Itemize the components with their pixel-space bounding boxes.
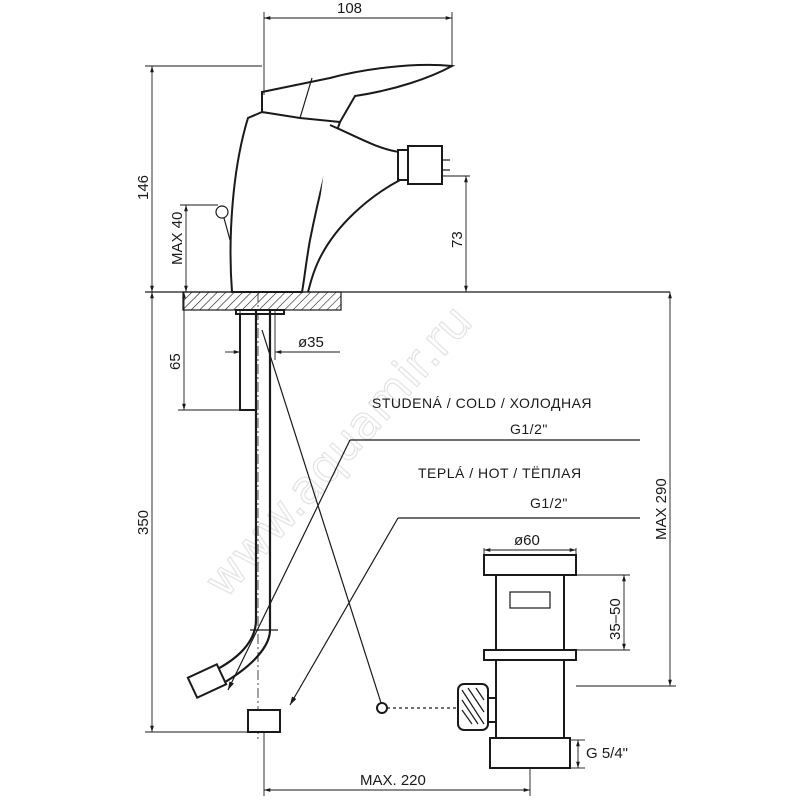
supply-hoses (186, 310, 281, 733)
dim-d35-label: ø35 (298, 334, 324, 351)
dim-350-label: 350 (135, 510, 152, 535)
dim-max290-label: MAX 290 (653, 478, 670, 540)
cold-thread: G1/2" (510, 421, 548, 437)
mounting-flange (235, 309, 285, 411)
dim-65 (178, 292, 240, 411)
dim-108 (263, 12, 453, 95)
rod-joint (376, 702, 388, 714)
dim-max220-label: MAX. 220 (360, 772, 426, 789)
dim-g54 (570, 739, 585, 769)
dim-35-50 (576, 574, 630, 651)
dim-65-label: 65 (167, 353, 184, 370)
dim-d35 (225, 310, 340, 360)
countertop-hatch (182, 291, 342, 311)
dim-350 (145, 292, 248, 733)
dim-max40 (180, 204, 218, 292)
dim-108-label: 108 (337, 0, 362, 17)
dim-max290 (576, 292, 676, 687)
watermark: www.aquamir.ru (193, 294, 483, 607)
drain-assembly (457, 554, 577, 769)
cold-label: STUDENÁ / COLD / ХОЛОДНАЯ (372, 395, 592, 411)
dim-d60-label: ø60 (514, 532, 540, 549)
dim-73-label: 73 (449, 231, 466, 248)
hot-label: TEPLÁ / HOT / ТЁПЛАЯ (418, 465, 582, 481)
dim-73 (442, 175, 470, 292)
dim-35-50-label: 35–50 (607, 598, 624, 640)
faucet-body (215, 63, 456, 293)
dim-146-label: 146 (135, 175, 152, 200)
dim-g54-label: G 5/4" (586, 745, 628, 762)
dim-max220 (263, 732, 531, 796)
dim-146 (145, 65, 262, 292)
dim-d60 (483, 548, 577, 555)
pop-up-rod (261, 329, 383, 707)
dim-max40-label: MAX 40 (169, 212, 186, 265)
hot-thread: G1/2" (530, 495, 568, 511)
